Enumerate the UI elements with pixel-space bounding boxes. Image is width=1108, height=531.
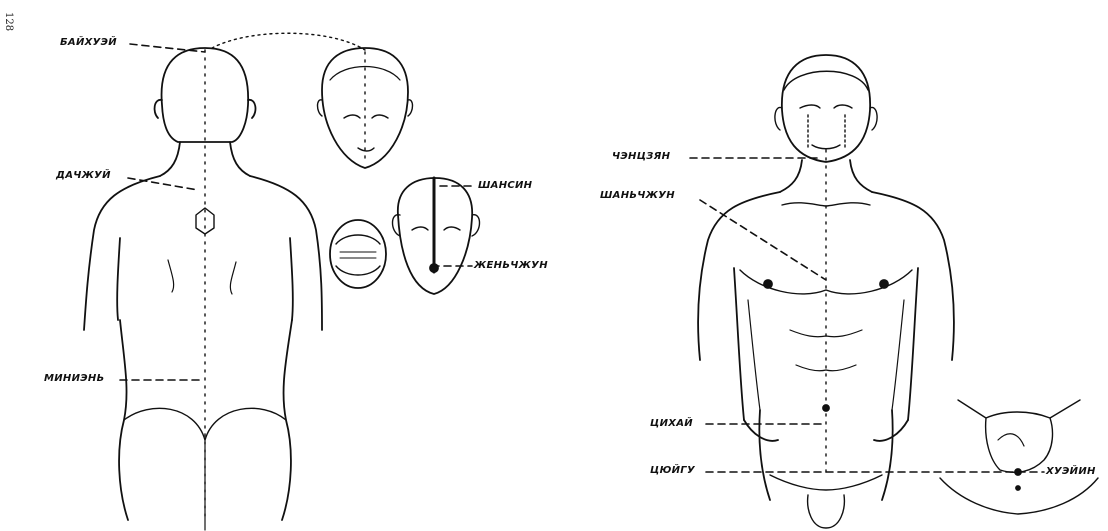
label-cheenczyan: ЧЭНЦЗЯН xyxy=(612,151,670,162)
pelvis-view xyxy=(940,400,1098,514)
label-cihai: ЦИХАЙ xyxy=(650,418,693,429)
back-ear-left xyxy=(155,100,162,118)
page-number: 128 xyxy=(3,12,14,31)
open-mouth xyxy=(330,220,386,288)
front-face-medium xyxy=(393,178,480,294)
front-face-small xyxy=(212,33,413,168)
label-zhenchzhun: ЖЕНЬЧЖУН xyxy=(474,260,548,271)
back-right-arm-inner xyxy=(290,238,293,320)
label-baihuei: БАЙХУЭЙ xyxy=(60,37,117,48)
front-figure xyxy=(698,55,954,528)
back-torso-right xyxy=(282,320,292,520)
back-left-arm xyxy=(84,176,160,330)
back-figure xyxy=(84,48,322,530)
label-huein: ХУЭЙИН xyxy=(1046,466,1096,477)
label-dachzhui: ДАЧЖУЙ xyxy=(56,170,111,181)
back-head xyxy=(162,48,249,142)
back-right-arm xyxy=(250,176,322,330)
label-minnien: МИНИЭНЬ xyxy=(44,373,105,384)
label-shansin: ШАНСИН xyxy=(478,180,532,191)
label-shanchzhun: ШАНЬЧЖУН xyxy=(600,190,675,201)
back-left-arm-inner xyxy=(117,238,120,320)
label-cyuigu: ЦЮЙГУ xyxy=(650,465,695,476)
back-ear-right xyxy=(248,100,255,118)
leader-lines xyxy=(120,44,1044,472)
